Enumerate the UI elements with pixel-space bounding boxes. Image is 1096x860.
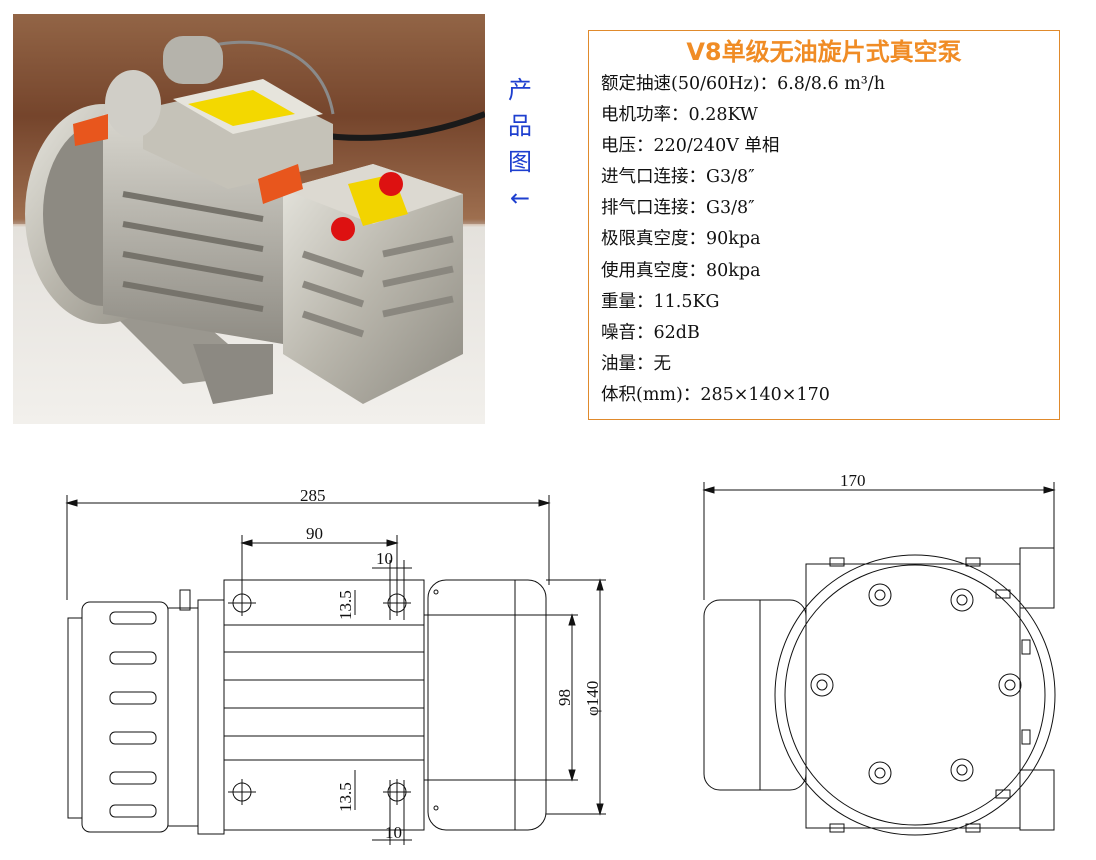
spec-box: V8单级无油旋片式真空泵 额定抽速(50/60Hz)：6.8/8.6 m³/h … [588, 30, 1060, 420]
dim-slot-offset-bottom: 13.5 [336, 782, 355, 812]
end-view-drawing [702, 482, 1056, 836]
spec-noise: 噪音：62dB [601, 322, 700, 343]
dim-overall-length: 285 [300, 486, 326, 505]
spec-ultimate-vacuum: 极限真空度：90kpa [601, 229, 761, 250]
spec-inlet: 进气口连接：G3/8″ [601, 167, 755, 188]
spec-voltage: 电压：220/240V 单相 [601, 136, 780, 157]
spec-oil: 油量：无 [601, 353, 671, 374]
side-label-arrow: ← [509, 184, 531, 212]
dim-foot-width: 98 [555, 689, 574, 706]
spec-rated-speed: 额定抽速(50/60Hz)：6.8/8.6 m³/h [601, 74, 885, 94]
dim-slot-width-bottom: 10 [385, 823, 402, 842]
side-label-char-1: 产 [508, 76, 532, 104]
spec-title: V8单级无油旋片式真空泵 [686, 38, 962, 66]
dim-diameter: φ140 [583, 681, 602, 716]
technical-drawings: 285 90 10 13.5 13.5 10 98 φ140 170 [65, 471, 1056, 845]
side-label-char-2: 品 [508, 112, 532, 140]
side-view-drawing [65, 495, 606, 845]
dim-foot-spacing: 90 [306, 524, 323, 543]
dim-overall-width: 170 [840, 471, 866, 490]
spec-list: 额定抽速(50/60Hz)：6.8/8.6 m³/h 电机功率：0.28KW 电… [601, 69, 1059, 411]
product-photo [13, 14, 485, 424]
dim-slot-width-top: 10 [376, 549, 393, 568]
spec-dimensions: 体积(mm)：285×140×170 [601, 384, 830, 405]
spec-working-vacuum: 使用真空度：80kpa [601, 260, 761, 281]
dim-slot-offset-top: 13.5 [336, 590, 355, 620]
product-image-label: 产 品 图 ← [500, 72, 540, 216]
spec-weight: 重量：11.5KG [601, 291, 720, 312]
side-label-char-3: 图 [508, 148, 532, 176]
spec-motor-power: 电机功率：0.28KW [601, 105, 758, 126]
spec-outlet: 排气口连接：G3/8″ [601, 198, 755, 219]
